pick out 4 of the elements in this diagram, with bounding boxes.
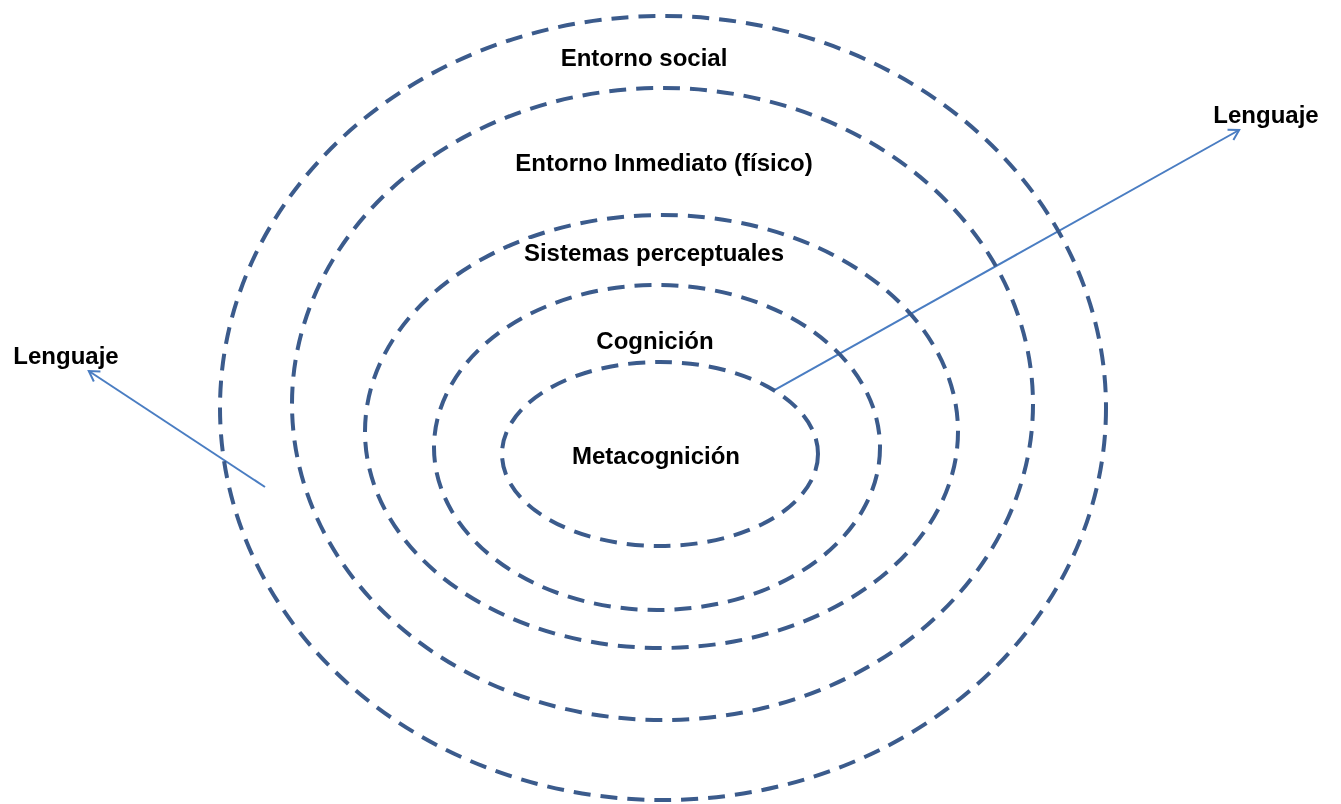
arrow	[87, 370, 266, 488]
text-label: Lenguaje	[1204, 100, 1328, 130]
text-label: Lenguaje	[4, 341, 128, 371]
arrow	[772, 128, 1241, 392]
